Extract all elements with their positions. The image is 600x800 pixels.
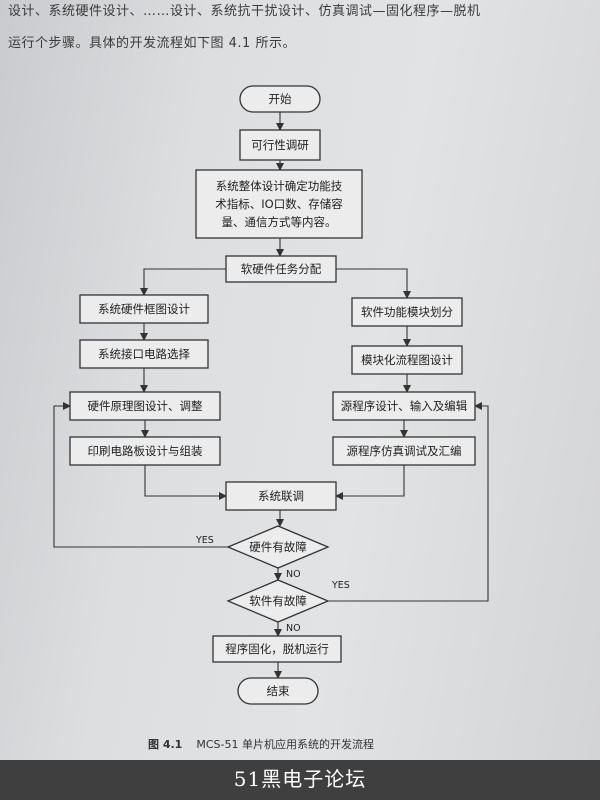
flow-edge-task-to-hw-block	[140, 268, 226, 296]
flow-node-label: 系统接口电路选择	[98, 347, 190, 361]
flow-node-shape	[332, 391, 476, 421]
flow-node-sw-code: 源程序设计、输入及编辑	[332, 391, 476, 421]
flow-edge-hw-pcb-to-joint	[144, 465, 227, 500]
flow-edge-hw-fault-to-hw-schem	[53, 402, 228, 548]
flow-node-label: 系统硬件框图设计	[98, 302, 190, 316]
flow-node-start: 开始	[239, 85, 321, 113]
flow-node-hw-block: 系统硬件框图设计	[79, 294, 209, 324]
flow-node-label: 软件功能模块划分	[361, 305, 453, 319]
flow-node-shape	[212, 635, 342, 663]
figure-caption: 图 4.1 MCS-51 单片机应用系统的开发流程	[148, 736, 374, 752]
flow-edge-label: NO	[286, 623, 301, 634]
flow-node-shape	[332, 436, 476, 466]
intro-line-2: 运行个步骤。具体的开发流程如下图 4.1 所示。	[8, 36, 296, 51]
flow-edge-task-to-sw-mod	[336, 268, 411, 299]
flow-node-sw-fault: 软件有故障	[226, 579, 330, 623]
flow-node-label: 量、通信方式等内容。	[222, 215, 337, 229]
flow-node-shape	[79, 339, 209, 369]
flow-node-label: 软件有故障	[249, 594, 307, 608]
flow-node-hw-iface: 系统接口电路选择	[79, 339, 209, 369]
flow-node-label: 术指标、IO口数、存储容	[215, 197, 343, 211]
flow-node-hw-schem: 硬件原理图设计、调整	[69, 391, 221, 421]
flow-node-label: 源程序仿真调试及汇编	[347, 444, 462, 458]
flow-node-joint: 系统联调	[225, 481, 337, 511]
flow-node-shape	[237, 677, 319, 705]
flow-node-label: 系统联调	[258, 489, 304, 503]
figure-title: MCS-51 单片机应用系统的开发流程	[196, 738, 374, 751]
flow-node-label: 模块化流程图设计	[361, 353, 453, 367]
flow-node-shape	[225, 255, 337, 283]
flow-node-feasibility: 可行性调研	[239, 129, 321, 161]
flow-edge-label: YES	[331, 580, 350, 591]
flow-node-solidify: 程序固化，脱机运行	[212, 635, 342, 663]
flow-edge-label: NO	[286, 569, 301, 580]
flow-node-shape	[69, 391, 221, 421]
forum-watermark: 51黑电子论坛	[233, 767, 367, 791]
book-page: 设计、系统硬件设计、……设计、系统抗干扰设计、仿真调试—固化程序—脱机 运行个步…	[0, 0, 600, 760]
flow-edge-sw-sim-to-joint	[335, 465, 405, 500]
flow-node-sw-mod: 软件功能模块划分	[351, 297, 463, 327]
flow-node-sw-flow: 模块化流程图设计	[351, 345, 463, 375]
flow-node-shape	[225, 481, 337, 511]
flow-node-label: 源程序设计、输入及编辑	[341, 399, 468, 413]
flow-node-hw-fault: 硬件有故障	[226, 525, 330, 569]
flow-node-label: 硬件原理图设计、调整	[88, 399, 203, 413]
flow-node-shape	[226, 579, 330, 623]
flow-edge-sw-fault-to-sw-code	[328, 402, 489, 602]
flow-node-label: 结束	[267, 684, 290, 698]
flow-node-label: 程序固化，脱机运行	[225, 642, 329, 656]
flow-node-label: 印刷电路板设计与组装	[88, 444, 203, 458]
flow-node-shape	[195, 169, 363, 239]
figure-number: 图 4.1	[148, 738, 183, 751]
flow-node-label: 开始	[269, 92, 292, 106]
flowchart: YES NO YES NO 开始可行性调研系统整体设计确定功能技术指标、IO口数、存储…	[53, 85, 489, 705]
intro-line-1: 设计、系统硬件设计、……设计、系统抗干扰设计、仿真调试—固化程序—脱机	[8, 4, 481, 19]
flow-node-shape	[69, 436, 221, 466]
flow-node-task: 软硬件任务分配	[225, 255, 337, 283]
flow-node-shape	[351, 297, 463, 327]
flow-node-label: 硬件有故障	[249, 540, 307, 554]
flow-node-shape	[239, 129, 321, 161]
flow-node-shape	[351, 345, 463, 375]
flow-edge-label: YES	[195, 535, 214, 546]
flow-node-label: 软硬件任务分配	[241, 262, 322, 276]
flow-node-label: 可行性调研	[251, 138, 309, 152]
flow-node-hw-pcb: 印刷电路板设计与组装	[69, 436, 221, 466]
flow-node-end: 结束	[237, 677, 319, 705]
flow-node-sw-sim: 源程序仿真调试及汇编	[332, 436, 476, 466]
flow-node-label: 系统整体设计确定功能技	[216, 179, 343, 193]
flow-node-shape	[226, 525, 330, 569]
flow-node-shape	[239, 85, 321, 113]
flow-node-shape	[79, 294, 209, 324]
